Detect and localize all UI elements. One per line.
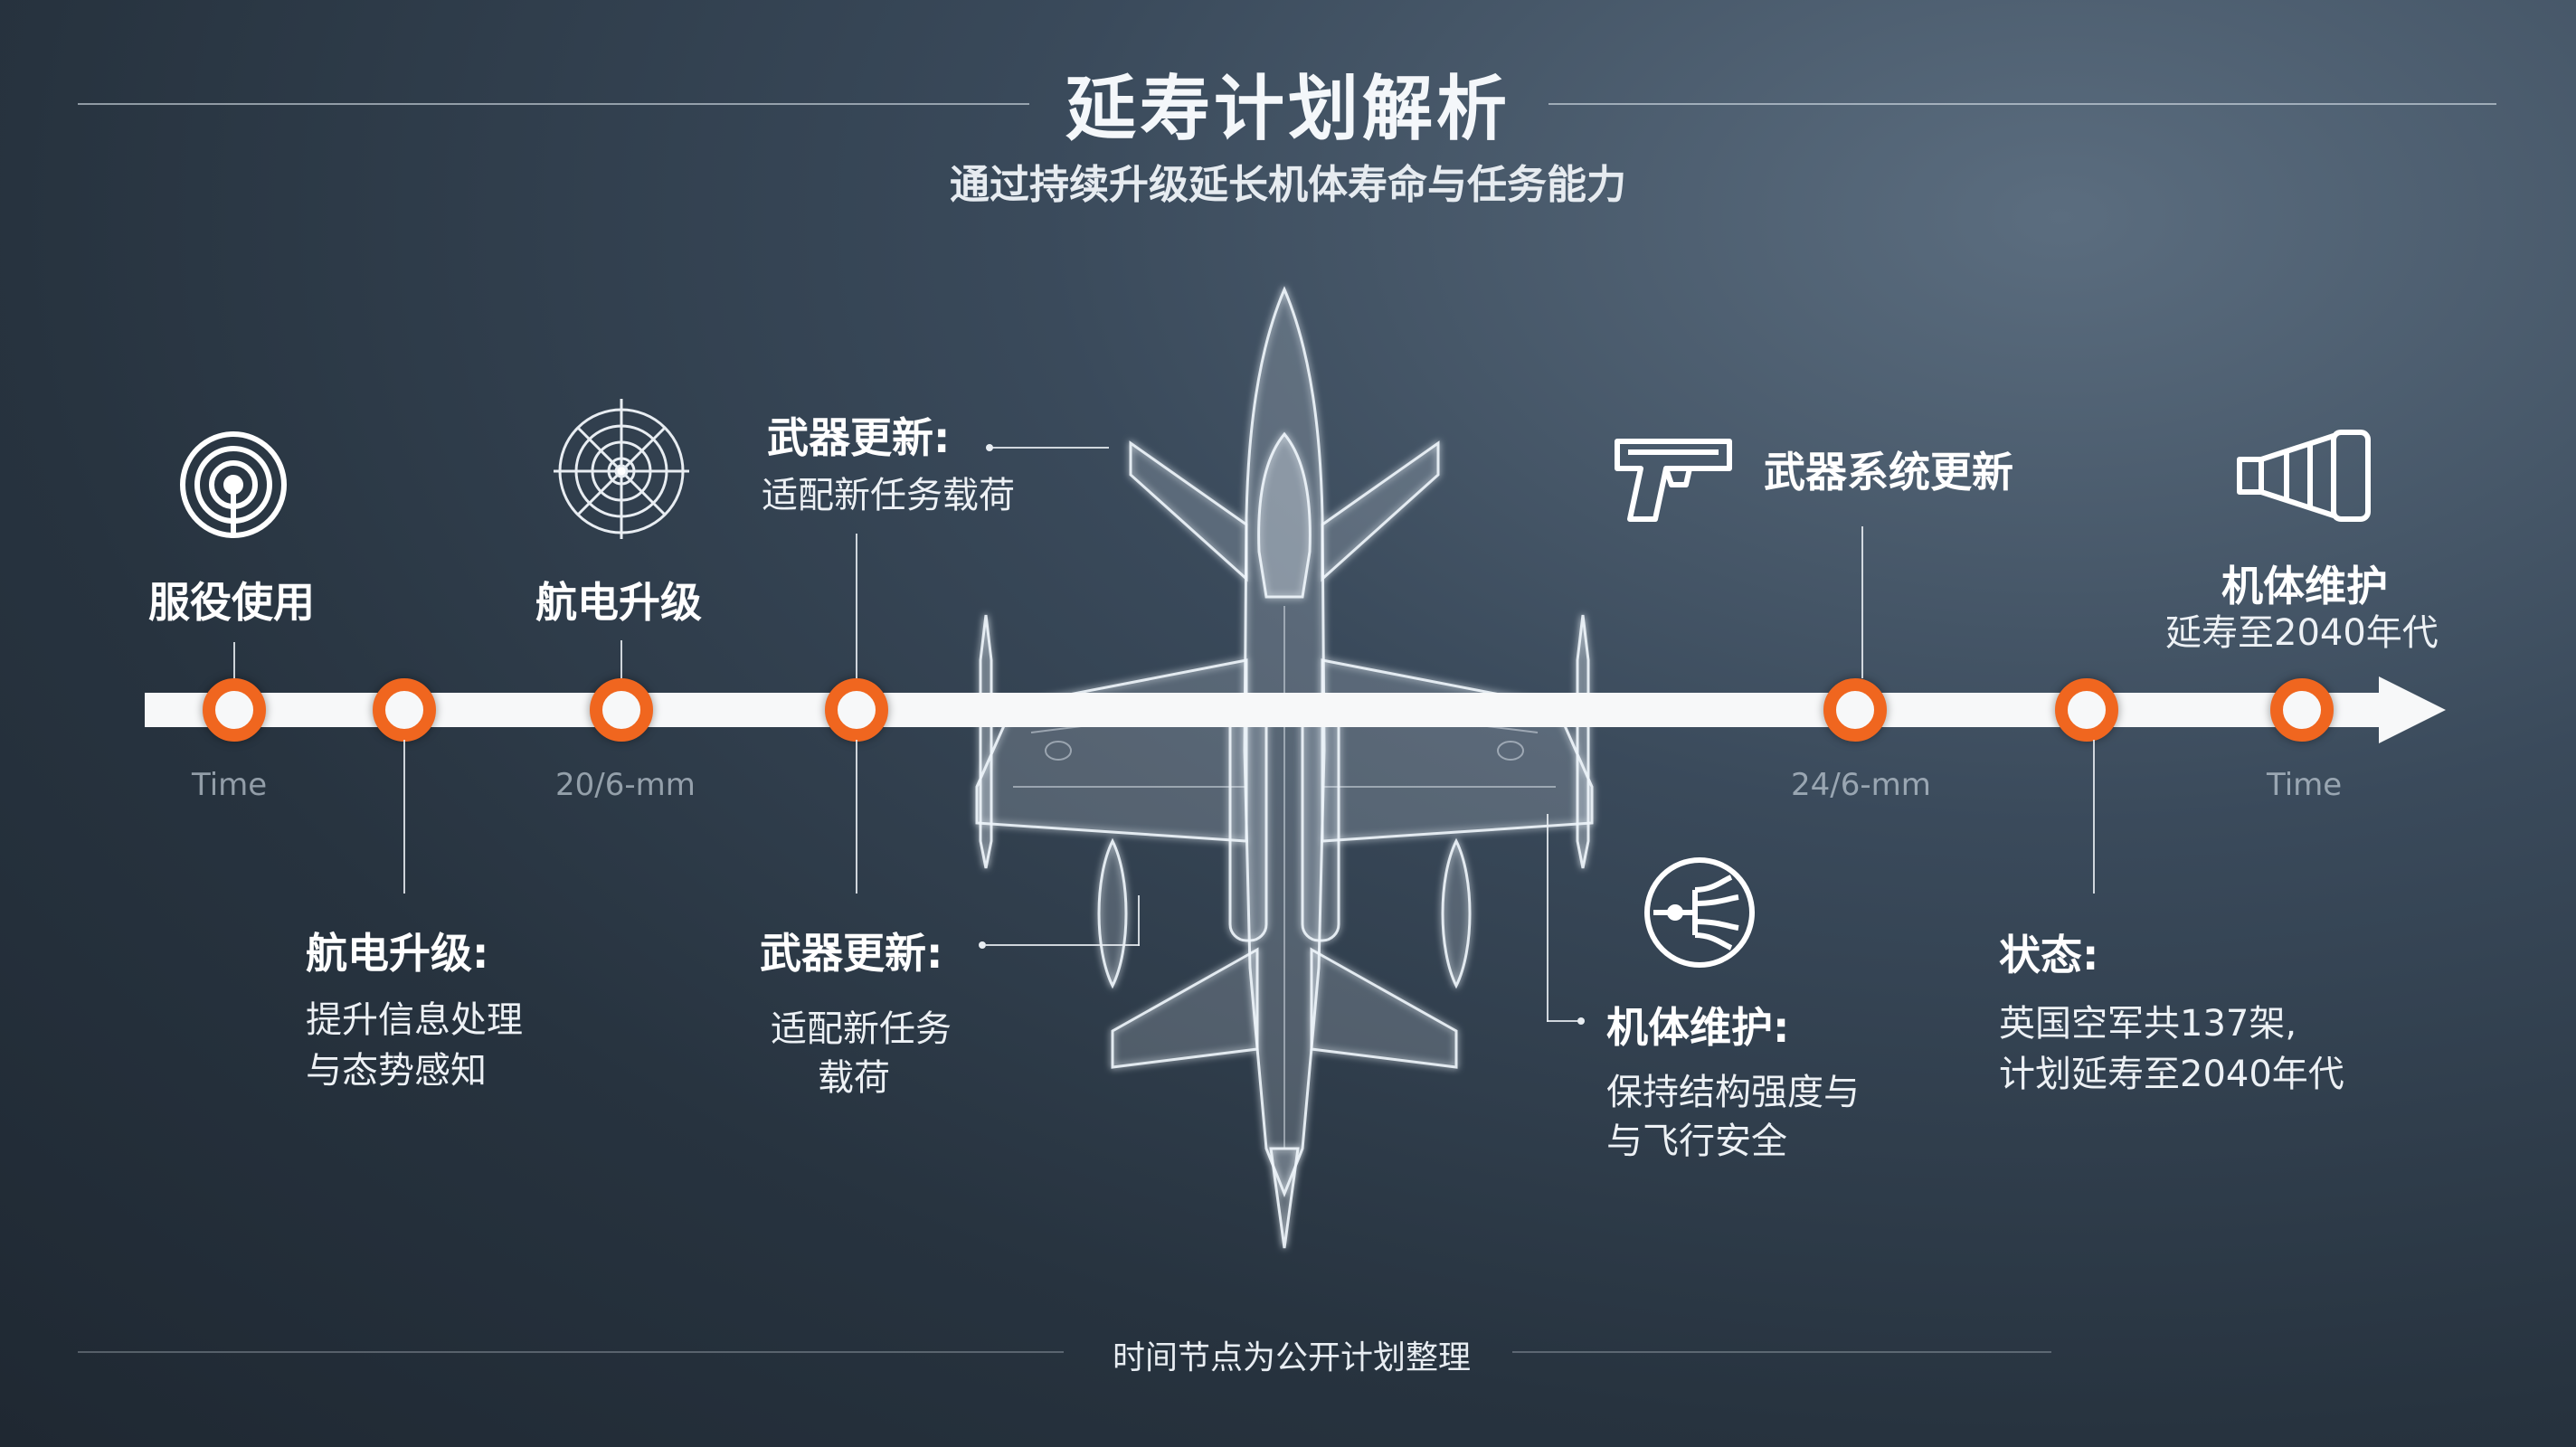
page-subtitle: 通过持续升级延长机体寿命与任务能力 [950,162,1626,208]
jet-fighter-icon [975,286,1594,1249]
connector-weapons-title [991,447,1109,449]
label-weapons-bottom-desc-1: 适配新任务 [771,1008,952,1050]
footer-note: 时间节点为公开计划整理 [1113,1339,1472,1376]
connector-avionics-bottom [403,740,405,894]
label-airframe-bottom-title: 机体维护: [1606,1003,1790,1052]
connector-airframe-bottom [1547,814,1548,1022]
connector-avionics-top [620,640,622,678]
megaphone-icon [2234,429,2375,523]
label-weapons-bottom-desc-2: 载荷 [818,1057,890,1099]
label-airframe-bottom-desc-1: 保持结构强度与 [1606,1072,1860,1113]
connector-dot [1577,1017,1585,1025]
title-rule-right [1548,103,2496,105]
label-avionics-bottom-title: 航电升级: [306,929,489,978]
label-weapons-bottom-title: 武器更新: [760,929,943,978]
footer-rule-right [1512,1351,2051,1353]
timeline-bar [145,693,2388,727]
label-weapons-desc-top: 适配新任务载荷 [762,475,1015,516]
label-status-title: 状态: [1999,931,2099,979]
pistol-icon [1612,432,1735,526]
timeline-node-weapons[interactable] [825,678,888,742]
label-avionics-top: 航电升级 [535,578,702,627]
label-avionics-bottom-desc-2: 与态势感知 [306,1050,487,1092]
label-avionics-bottom-desc-1: 提升信息处理 [306,999,523,1041]
connector-dot [979,941,986,949]
connector-dot [986,444,993,451]
tick-label-4: Time [2267,767,2343,803]
label-weapons-title-top: 武器更新: [767,413,951,462]
connector-weapons-bottom-h [986,944,1140,946]
footer-rule-left [78,1351,1064,1353]
tick-label-3: 24/6-mm [1791,767,1931,803]
label-weapon-system: 武器系统更新 [1764,448,2013,497]
connector-weapons-bottom [856,740,857,894]
radar-scope-icon [554,394,689,539]
timeline-node-status[interactable] [2055,678,2118,742]
label-airframe-desc-top: 延寿至2040年代 [2165,612,2439,654]
timeline-node-airframe[interactable] [2270,678,2334,742]
timeline-node-avionics-bottom[interactable] [373,678,436,742]
label-status-desc-2: 计划延寿至2040年代 [1999,1054,2344,1095]
page-title: 延寿计划解析 [1065,69,1511,150]
circuit-icon [1641,854,1758,971]
timeline-node-avionics-top[interactable] [590,678,653,742]
connector-weapon-system [1861,526,1863,678]
connector-weapons-bottom-v [1138,895,1140,946]
radar-signal-icon [177,429,289,541]
connector-service [233,642,235,678]
connector-status [2093,740,2095,894]
label-airframe-top: 机体维护 [2221,562,2388,610]
timeline-node-weapon-system[interactable] [1823,678,1887,742]
title-rule-left [78,103,1029,105]
label-status-desc-1: 英国空军共137架, [1999,1003,2297,1045]
label-service: 服役使用 [148,578,315,627]
timeline-node-service[interactable] [203,678,266,742]
tick-label-2: 20/6-mm [555,767,696,803]
label-airframe-bottom-desc-2: 与飞行安全 [1606,1121,1787,1162]
timeline-arrow-head [2379,676,2446,743]
connector-airframe-bottom-h [1547,1020,1583,1022]
connector-weapons-top [856,534,857,678]
tick-label-1: Time [192,767,268,803]
